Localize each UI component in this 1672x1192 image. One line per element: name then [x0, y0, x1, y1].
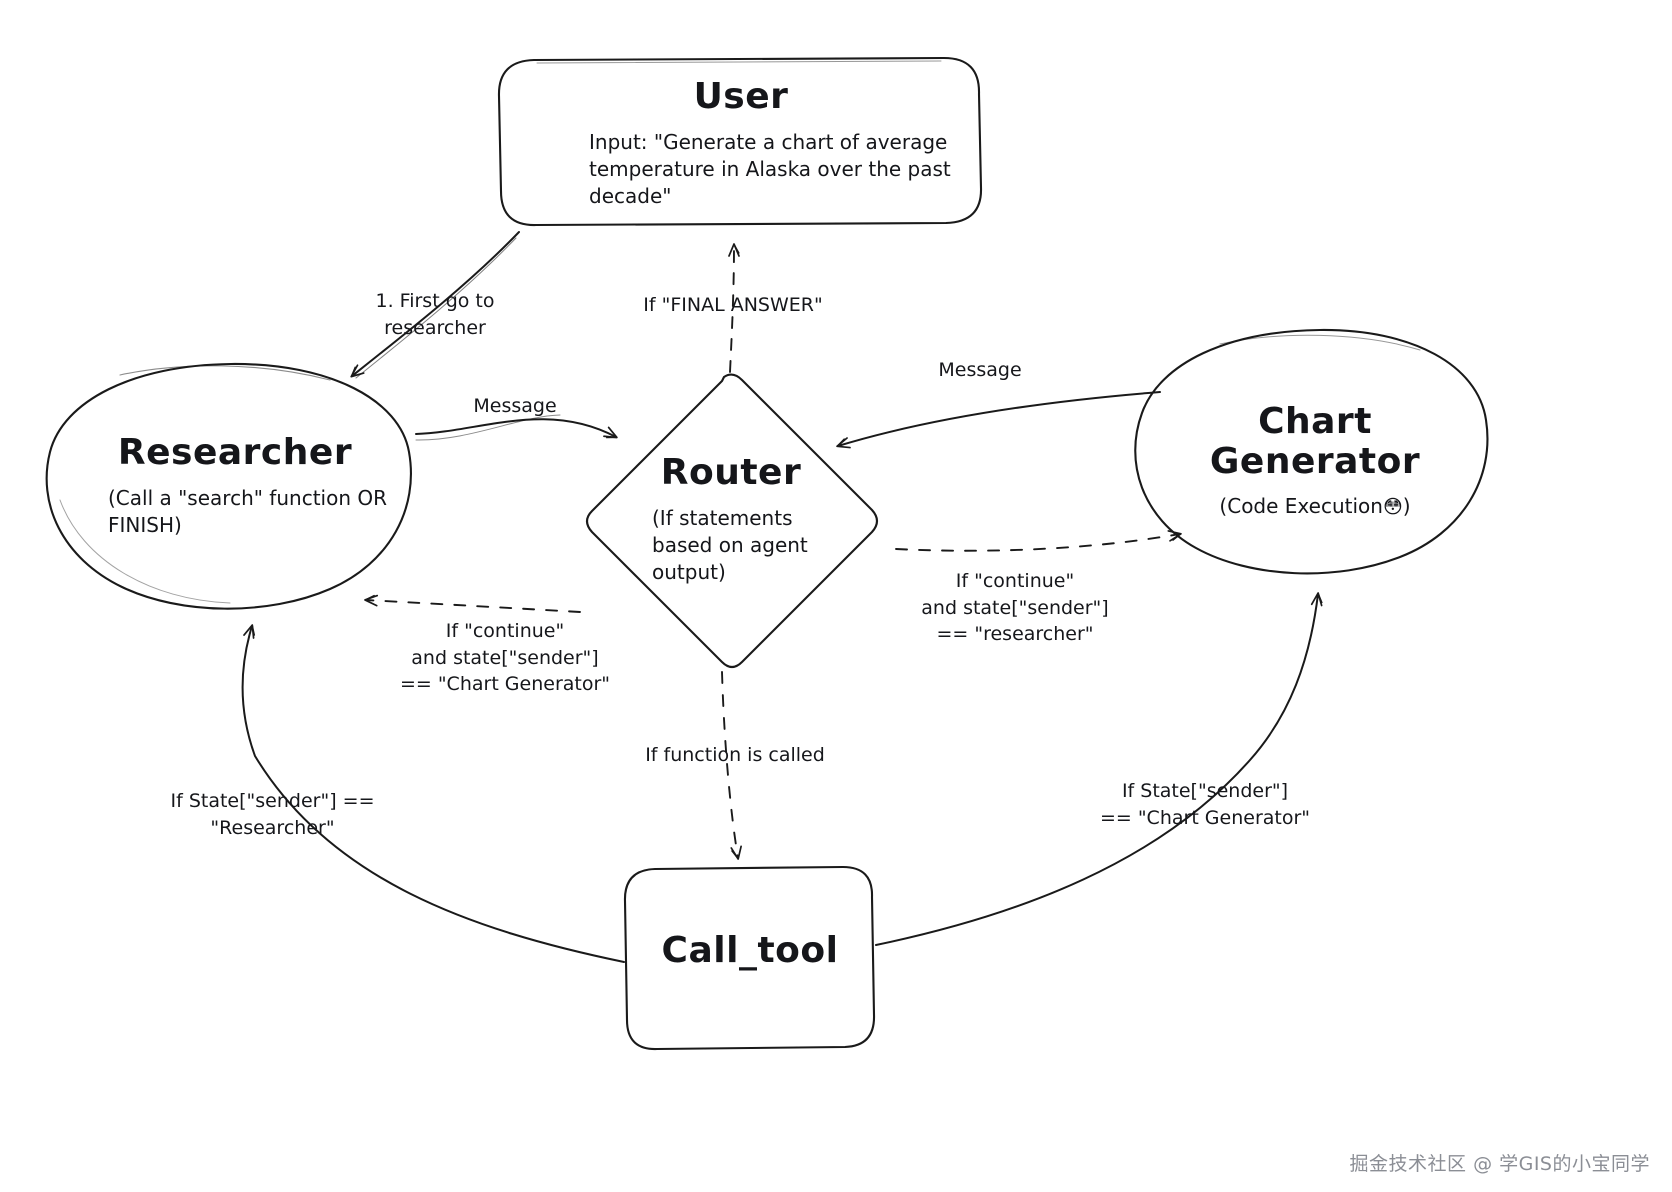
- node-user[interactable]: [497, 56, 983, 227]
- edge-user-to-researcher: [350, 231, 520, 379]
- node-call-tool[interactable]: [623, 865, 876, 1051]
- node-chart-generator[interactable]: [1134, 328, 1489, 575]
- edge-calltool-to-chartgen: [875, 592, 1323, 946]
- edge-router-to-researcher: [364, 594, 581, 613]
- watermark: 掘金技术社区 @ 学GIS的小宝同学: [1349, 1153, 1650, 1175]
- edge-router-to-chartgen: [895, 530, 1182, 552]
- edge-router-to-user: [728, 243, 740, 373]
- edge-router-to-calltool: [721, 671, 742, 860]
- node-researcher[interactable]: [45, 362, 412, 610]
- edge-calltool-to-researcher: [241, 624, 625, 963]
- edge-researcher-to-router: [415, 414, 618, 441]
- node-router[interactable]: [585, 373, 879, 669]
- edge-chartgen-to-router: [836, 391, 1161, 449]
